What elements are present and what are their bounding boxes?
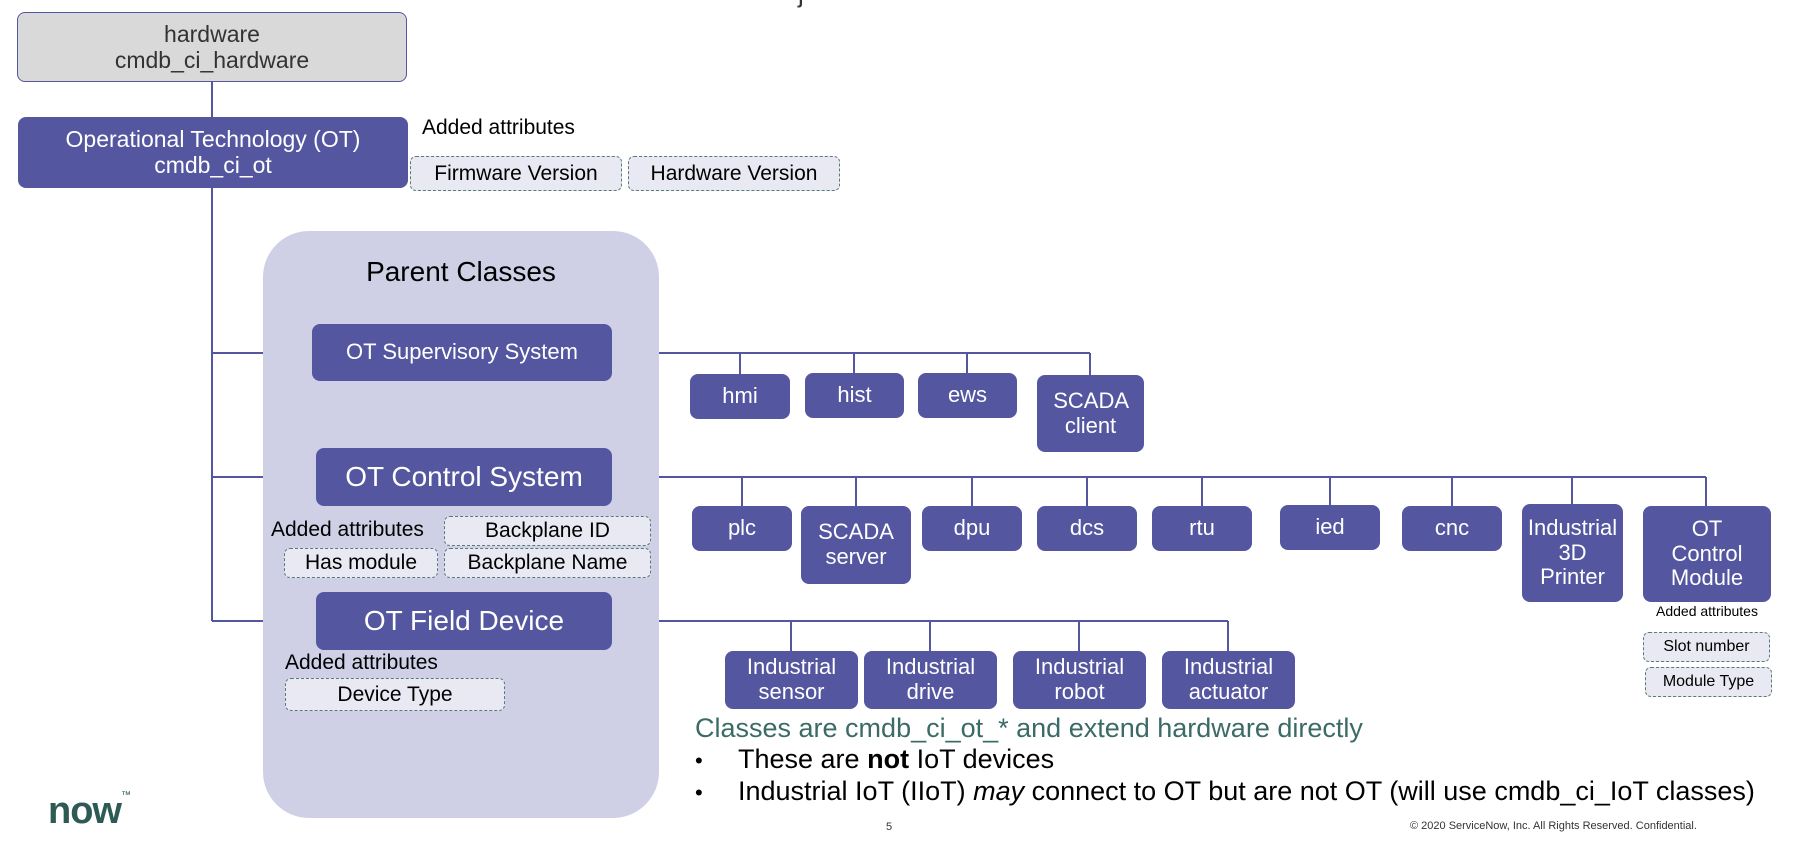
ot-class-box: Operational Technology (OT) cmdb_ci_ot	[18, 117, 408, 188]
note-bullet-2: Industrial IoT (IIoT) may connect to OT …	[738, 776, 1755, 807]
class-industrial-sensor: Industrial sensor	[725, 651, 858, 709]
bullet-marker: •	[695, 748, 703, 773]
class-industrial-robot: Industrial robot	[1013, 651, 1146, 709]
parent-classes-title: Parent Classes	[366, 256, 556, 287]
attribute-device-type: Device Type	[285, 678, 505, 711]
note-bullet-2-pre: Industrial IoT (IIoT)	[738, 776, 974, 806]
class-rtu: rtu	[1152, 506, 1252, 551]
class-ied: ied	[1280, 505, 1380, 550]
class-ews: ews	[918, 373, 1017, 418]
bullet-marker: •	[695, 780, 703, 805]
servicenow-logo: now™	[48, 790, 131, 833]
ot-class-name: Operational Technology (OT)	[65, 125, 361, 152]
class-scada-server: SCADA server	[801, 506, 911, 584]
attribute-firmware-version: Firmware Version	[410, 156, 622, 191]
ot-class-table: cmdb_ci_ot	[154, 151, 272, 178]
control-added-attributes-label: Added attributes	[271, 518, 424, 541]
page-number: 5	[886, 821, 893, 833]
attribute-backplane-name: Backplane Name	[444, 548, 651, 578]
class-industrial-3d-printer: Industrial 3D Printer	[1522, 504, 1623, 602]
note-bullet-1-post: IoT devices	[909, 744, 1055, 774]
note-bullet-2-post: connect to OT but are not OT (will use c…	[1024, 776, 1755, 806]
attribute-module-type: Module Type	[1645, 667, 1772, 697]
ot-supervisory-system-box: OT Supervisory System	[312, 324, 612, 381]
class-hmi: hmi	[690, 374, 790, 419]
attribute-backplane-id: Backplane ID	[444, 516, 651, 546]
attribute-hardware-version: Hardware Version	[628, 156, 840, 191]
field-added-attributes-label: Added attributes	[285, 651, 438, 674]
title-fragment: j	[798, 0, 804, 9]
hardware-table: cmdb_ci_hardware	[114, 47, 310, 73]
notes-headline: Classes are cmdb_ci_ot_* and extend hard…	[695, 713, 1363, 743]
module-added-attributes-label: Added attributes	[1656, 603, 1758, 619]
note-bullet-1-bold: not	[867, 744, 910, 774]
class-plc: plc	[692, 506, 792, 551]
class-ot-control-module: OT Control Module	[1643, 506, 1771, 602]
ot-control-system-box: OT Control System	[316, 448, 612, 506]
attribute-has-module: Has module	[284, 548, 438, 578]
attribute-slot-number: Slot number	[1643, 632, 1770, 662]
hardware-name: hardware	[164, 20, 260, 47]
class-dcs: dcs	[1037, 506, 1137, 551]
ot-field-device-box: OT Field Device	[316, 592, 612, 650]
copyright-notice: © 2020 ServiceNow, Inc. All Rights Reser…	[1410, 820, 1697, 832]
note-bullet-2-italic: may	[973, 776, 1025, 806]
hardware-class-box: hardware cmdb_ci_hardware	[17, 12, 407, 82]
ot-added-attributes-label: Added attributes	[422, 116, 575, 139]
logo-text: now	[48, 790, 122, 832]
class-scada-client: SCADA client	[1037, 375, 1144, 452]
note-bullet-1-pre: These are	[738, 744, 868, 774]
logo-trademark: ™	[120, 790, 131, 801]
class-dpu: dpu	[922, 506, 1022, 551]
class-industrial-actuator: Industrial actuator	[1162, 651, 1295, 709]
class-industrial-drive: Industrial drive	[864, 651, 997, 709]
note-bullet-1: These are not IoT devices	[738, 744, 1054, 775]
class-hist: hist	[805, 373, 904, 418]
class-cnc: cnc	[1402, 506, 1502, 551]
